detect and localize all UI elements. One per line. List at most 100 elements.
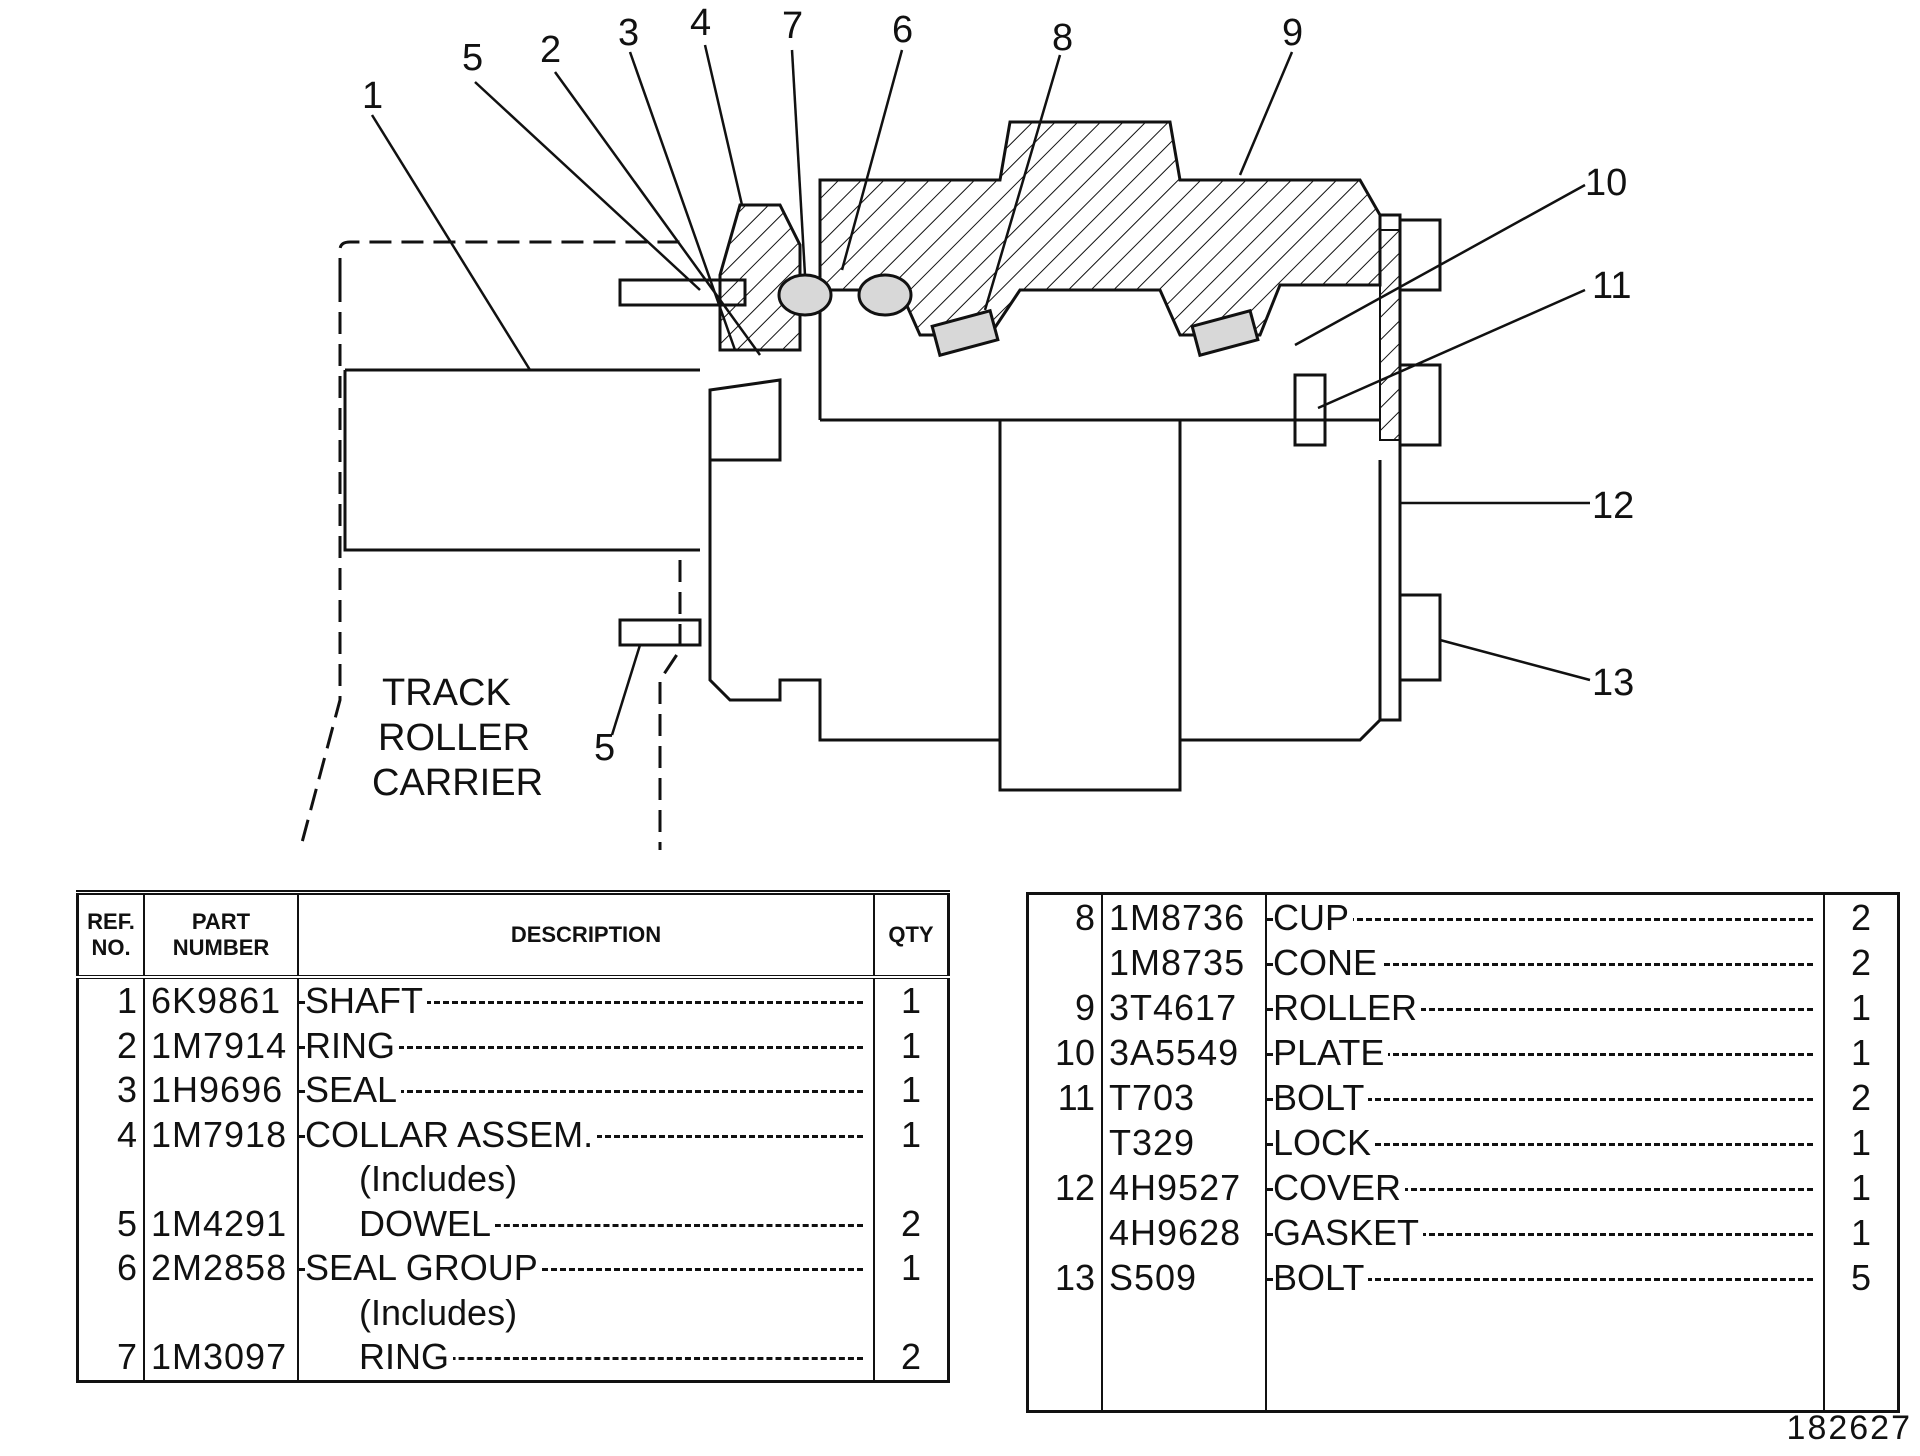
ref-no: 10 (1027, 1030, 1103, 1075)
description: BOLT (1266, 1255, 1825, 1300)
description: COVER (1266, 1165, 1825, 1210)
table-row: 6 2M2858 SEAL GROUP 1 (77, 1246, 949, 1291)
description-text: COVER (1273, 1166, 1406, 1208)
part-number: 1M7918 (144, 1112, 299, 1157)
qty (874, 1157, 949, 1202)
callout-13: 13 (1592, 662, 1634, 704)
ref-no: 3 (77, 1068, 145, 1113)
description-text: COLLAR ASSEM. (305, 1113, 598, 1155)
ref-no: 6 (77, 1246, 145, 1291)
description-text: SHAFT (305, 980, 428, 1022)
description-text: RING (359, 1336, 453, 1378)
part-number: T329 (1102, 1120, 1267, 1165)
header-ref-no: REF. NO. (77, 892, 145, 979)
callout-5: 5 (462, 37, 483, 79)
description-text: DOWEL (359, 1202, 496, 1244)
part-number: S509 (1102, 1255, 1267, 1300)
ref-no (1027, 940, 1103, 985)
description: GASKET (1266, 1210, 1825, 1255)
callout-4: 4 (690, 2, 711, 44)
description: CUP (1266, 893, 1825, 940)
ref-no: 12 (1027, 1165, 1103, 1210)
qty: 2 (900, 1202, 922, 1244)
header-description: DESCRIPTION (298, 892, 875, 979)
callout-5-lower: 5 (594, 727, 615, 769)
part-number: 2M2858 (144, 1246, 299, 1291)
ref-no: 5 (77, 1201, 145, 1246)
qty: 1 (1850, 1166, 1872, 1208)
part-number: 4H9527 (1102, 1165, 1267, 1210)
qty: 1 (1850, 1211, 1872, 1253)
ref-no: 11 (1027, 1075, 1103, 1120)
table-row: T329 LOCK 1 (1027, 1120, 1899, 1165)
table-row: 11 T703 BOLT 2 (1027, 1075, 1899, 1120)
callout-8: 8 (1052, 17, 1073, 59)
callout-2: 2 (540, 29, 561, 71)
description: PLATE (1266, 1030, 1825, 1075)
part-number (144, 1157, 299, 1202)
qty: 5 (1850, 1256, 1872, 1298)
part-number: 1M3097 (144, 1335, 299, 1381)
table-header-row: REF. NO. PART NUMBER DESCRIPTION QTY (77, 892, 949, 979)
qty: 1 (900, 980, 922, 1022)
description: RING (298, 1023, 875, 1068)
description-text: PLATE (1273, 1031, 1389, 1073)
table-row: 1 6K9861 SHAFT 1 (77, 977, 949, 1024)
description-text: SEAL (305, 1069, 402, 1111)
part-number: 1H9696 (144, 1068, 299, 1113)
callout-7: 7 (782, 5, 803, 47)
ref-no: 1 (77, 977, 145, 1024)
description: DOWEL (298, 1201, 875, 1246)
qty: 2 (900, 1336, 922, 1378)
callout-10: 10 (1585, 162, 1627, 204)
description: SEAL GROUP (298, 1246, 875, 1291)
table-row: 7 1M3097 RING 2 (77, 1335, 949, 1381)
table-row: 10 3A5549 PLATE 1 (1027, 1030, 1899, 1075)
description-text: SEAL GROUP (305, 1247, 542, 1289)
table-row: 1M8735 CONE 2 (1027, 940, 1899, 985)
ref-no: 2 (77, 1023, 145, 1068)
description: RING (298, 1335, 875, 1381)
carrier-label-line-3: CARRIER (372, 762, 543, 804)
header-part-number: PART NUMBER (144, 892, 299, 979)
part-number: 4H9628 (1102, 1210, 1267, 1255)
part-number: 1M8735 (1102, 940, 1267, 985)
description: (Includes) (298, 1290, 875, 1335)
description: LOCK (1266, 1120, 1825, 1165)
description-text: GASKET (1273, 1211, 1424, 1253)
description: ROLLER (1266, 985, 1825, 1030)
qty: 1 (900, 1024, 922, 1066)
carrier-label-line-1: TRACK (382, 672, 511, 714)
qty: 1 (900, 1247, 922, 1289)
ref-no (77, 1157, 145, 1202)
qty: 2 (1850, 1076, 1872, 1118)
qty: 1 (900, 1069, 922, 1111)
parts-table-left: REF. NO. PART NUMBER DESCRIPTION QTY 1 6… (76, 890, 950, 1383)
qty (874, 1291, 949, 1336)
ref-no (77, 1290, 145, 1335)
part-number: 3A5549 (1102, 1030, 1267, 1075)
qty: 2 (1850, 896, 1872, 938)
table-row: 4H9628 GASKET 1 (1027, 1210, 1899, 1255)
part-number: 1M8736 (1102, 893, 1267, 940)
qty: 1 (1850, 1121, 1872, 1163)
description-text: RING (305, 1024, 399, 1066)
table-row: 4 1M7918 COLLAR ASSEM. 1 (77, 1112, 949, 1157)
ref-no (1027, 1210, 1103, 1255)
table-row: 9 3T4617 ROLLER 1 (1027, 985, 1899, 1030)
part-number: 3T4617 (1102, 985, 1267, 1030)
callout-1: 1 (362, 75, 383, 117)
description: SHAFT (298, 977, 875, 1024)
document-number: 182627 (1786, 1409, 1912, 1447)
qty: 1 (1850, 986, 1872, 1028)
table-row: 2 1M7914 RING 1 (77, 1023, 949, 1068)
qty: 2 (1850, 941, 1872, 983)
description-text: ROLLER (1273, 986, 1422, 1028)
table-row: 8 1M8736 CUP 2 (1027, 893, 1899, 940)
ref-no (1027, 1120, 1103, 1165)
description-text: LOCK (1273, 1121, 1376, 1163)
ref-no: 13 (1027, 1255, 1103, 1300)
description: SEAL (298, 1068, 875, 1113)
description: (Includes) (298, 1157, 875, 1202)
part-number: 1M7914 (144, 1023, 299, 1068)
